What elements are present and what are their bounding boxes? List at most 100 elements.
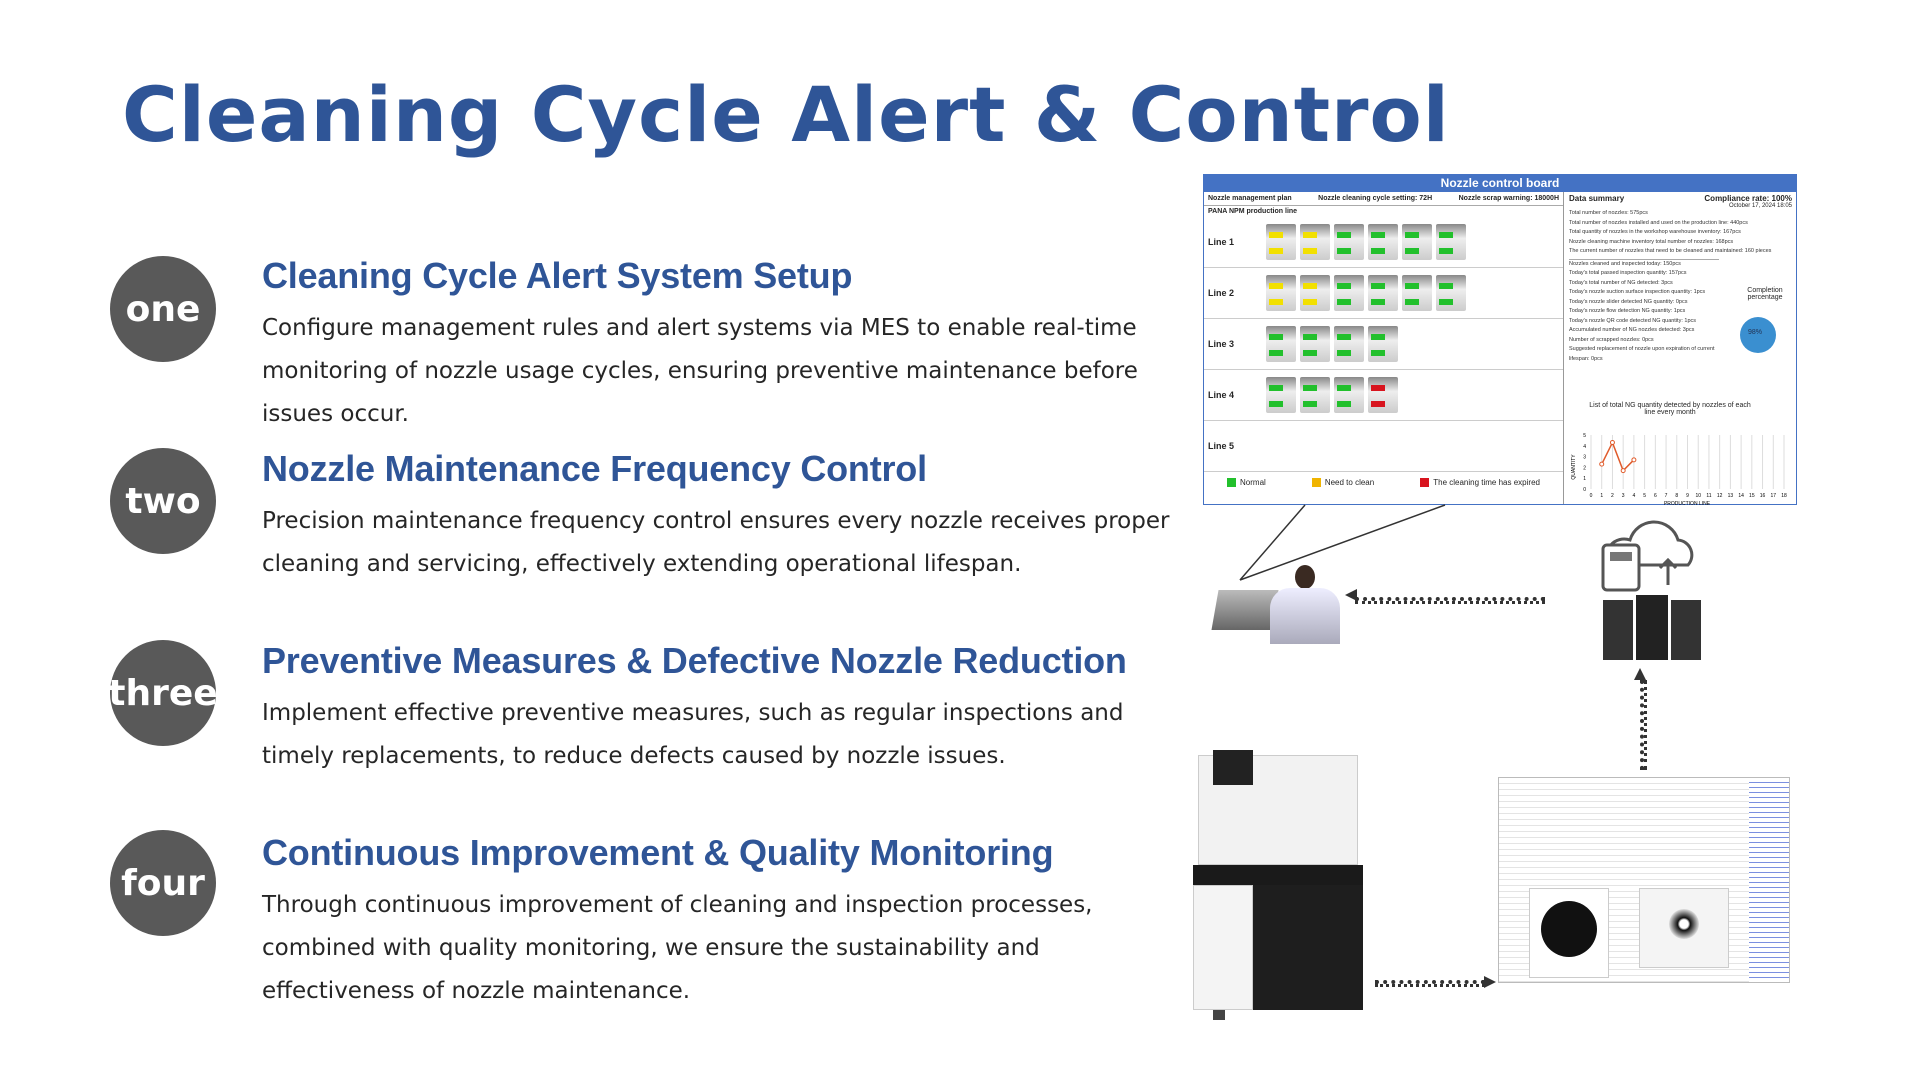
nozzle-slot: [1436, 275, 1466, 311]
board-date: October 17, 2024 18:05: [1728, 203, 1792, 209]
y-axis-label: QUANTITY: [1571, 454, 1577, 480]
nozzle-slot: [1266, 377, 1296, 413]
nozzle-slot: [1368, 275, 1398, 311]
today-list: Nozzles cleaned and inspected today: 150…: [1569, 258, 1719, 365]
x-tick-label: 11: [1706, 493, 1711, 499]
x-tick-label: 6: [1654, 493, 1657, 499]
summary-title: Data summary: [1569, 194, 1625, 203]
x-tick-label: 12: [1717, 493, 1723, 499]
y-tick-label: 1: [1583, 476, 1586, 482]
nozzle-slot: [1334, 275, 1364, 311]
y-tick-label: 3: [1583, 455, 1586, 461]
x-tick-label: 4: [1632, 493, 1635, 499]
arrowhead-right-icon: [1484, 976, 1496, 988]
line-label: Line 5: [1208, 441, 1235, 451]
legend-normal: Normal: [1227, 478, 1266, 488]
page-title: Cleaning Cycle Alert & Control: [122, 70, 1450, 159]
today-stat-line: Nozzles cleaned and inspected today: 150…: [1569, 260, 1681, 267]
nozzle-slot: [1300, 275, 1330, 311]
line-label: Line 2: [1208, 288, 1235, 298]
chart-title: List of total NG quantity detected by no…: [1589, 402, 1751, 416]
legend-expired: The cleaning time has expired: [1420, 478, 1540, 488]
x-tick-label: 17: [1770, 493, 1776, 499]
x-tick-label: 15: [1749, 493, 1755, 499]
section-heading: Cleaning Cycle Alert System Setup: [262, 255, 853, 296]
data-point: [1631, 457, 1637, 463]
y-tick-label: 2: [1583, 465, 1586, 471]
x-tick-label: 7: [1665, 493, 1668, 499]
stat-line: Nozzle cleaning machine inventory total …: [1569, 238, 1734, 245]
y-tick-label: 5: [1583, 433, 1586, 439]
nozzle-slot: [1300, 326, 1330, 362]
nozzle-slot: [1402, 275, 1432, 311]
inspection-spreadsheet-image: [1498, 777, 1790, 983]
x-tick-label: 14: [1738, 493, 1744, 499]
today-stat-line: Today's total passed inspection quantity…: [1569, 270, 1687, 276]
line-row: Line 3: [1204, 319, 1563, 370]
nozzle-slot: [1266, 224, 1296, 260]
section-heading: Nozzle Maintenance Frequency Control: [262, 448, 927, 489]
section-body: Implement effective preventive measures,…: [262, 700, 1124, 769]
badge-three: three: [108, 640, 218, 746]
badge-four: four: [110, 830, 216, 936]
cycle-setting: Nozzle cleaning cycle setting: 72H: [1318, 195, 1433, 202]
arrowhead-left-icon: [1345, 589, 1357, 601]
today-stat-line: Today's nozzle suction surface inspectio…: [1569, 289, 1706, 295]
arrowhead-up-icon: [1634, 668, 1646, 680]
y-tick-label: 4: [1583, 444, 1586, 450]
board-title: Nozzle control board: [1204, 175, 1796, 192]
x-tick-label: 18: [1781, 493, 1787, 499]
pie-label: 98%: [1748, 329, 1763, 336]
y-tick-label: 0: [1583, 487, 1586, 493]
nozzle-slot: [1266, 275, 1296, 311]
line-row: Line 1: [1204, 217, 1563, 268]
production-line-name: PANA NPM production line: [1208, 208, 1298, 215]
plan-label: Nozzle management plan: [1208, 195, 1292, 202]
today-stat-line: Today's total number of NG detected: 3pc…: [1569, 279, 1673, 286]
data-point: [1609, 440, 1615, 446]
x-axis-label: PRODUCTION LINE: [1664, 501, 1711, 507]
x-tick-label: 9: [1686, 493, 1689, 499]
arrow-machine-to-sheet: [1375, 980, 1485, 987]
callout-lines: [1239, 504, 1446, 581]
nozzle-slot: [1266, 326, 1296, 362]
nozzle-slot: [1300, 377, 1330, 413]
line-label: Line 3: [1208, 339, 1235, 349]
series-line: [1601, 440, 1635, 472]
line-row: Line 5: [1204, 421, 1563, 472]
today-stat-line: Today's nozzle QR code detected NG quant…: [1569, 317, 1697, 324]
today-stat-line: Number of scrapped nozzles: 0pcs: [1569, 336, 1654, 343]
completion-label: Completion percentage: [1747, 287, 1783, 301]
nozzle-slot: [1334, 224, 1364, 260]
today-stat-line: Suggested replacement of nozzle upon exp…: [1569, 346, 1715, 362]
nozzle-slot: [1300, 224, 1330, 260]
section-four: Continuous Improvement & Quality Monitor…: [262, 832, 1172, 1013]
section-heading: Continuous Improvement & Quality Monitor…: [262, 832, 1054, 873]
cloud-server-icon: [1598, 515, 1708, 665]
board-lines-panel: Nozzle management plan Nozzle cleaning cy…: [1204, 192, 1564, 504]
stat-line: The current number of nozzles that need …: [1569, 248, 1772, 254]
nozzle-slot: [1402, 224, 1432, 260]
x-tick-label: 0: [1590, 493, 1593, 499]
compliance-rate: Compliance rate: 100%: [1704, 194, 1792, 203]
x-tick-label: 1: [1600, 493, 1603, 499]
line-row: Line 2: [1204, 268, 1563, 319]
section-body: Precision maintenance frequency control …: [262, 508, 1170, 577]
line-label: Line 4: [1208, 390, 1235, 400]
line-label: Line 1: [1208, 237, 1235, 247]
nozzle-slot: [1334, 326, 1364, 362]
nozzle-slot: [1368, 326, 1398, 362]
section-body: Through continuous improvement of cleani…: [262, 892, 1093, 1004]
section-heading: Preventive Measures & Defective Nozzle R…: [262, 640, 1127, 681]
line-row: Line 4: [1204, 370, 1563, 421]
stat-line: Total quantity of nozzles in the worksho…: [1569, 229, 1741, 235]
data-point: [1599, 461, 1605, 467]
completion-pie: 98%: [1740, 317, 1776, 353]
arrow-sheet-to-server: [1640, 680, 1647, 770]
stat-line: Total number of nozzles installed and us…: [1569, 219, 1748, 226]
today-stat-line: Today's nozzle flow detection NG quantit…: [1569, 308, 1686, 314]
data-point: [1620, 468, 1626, 474]
